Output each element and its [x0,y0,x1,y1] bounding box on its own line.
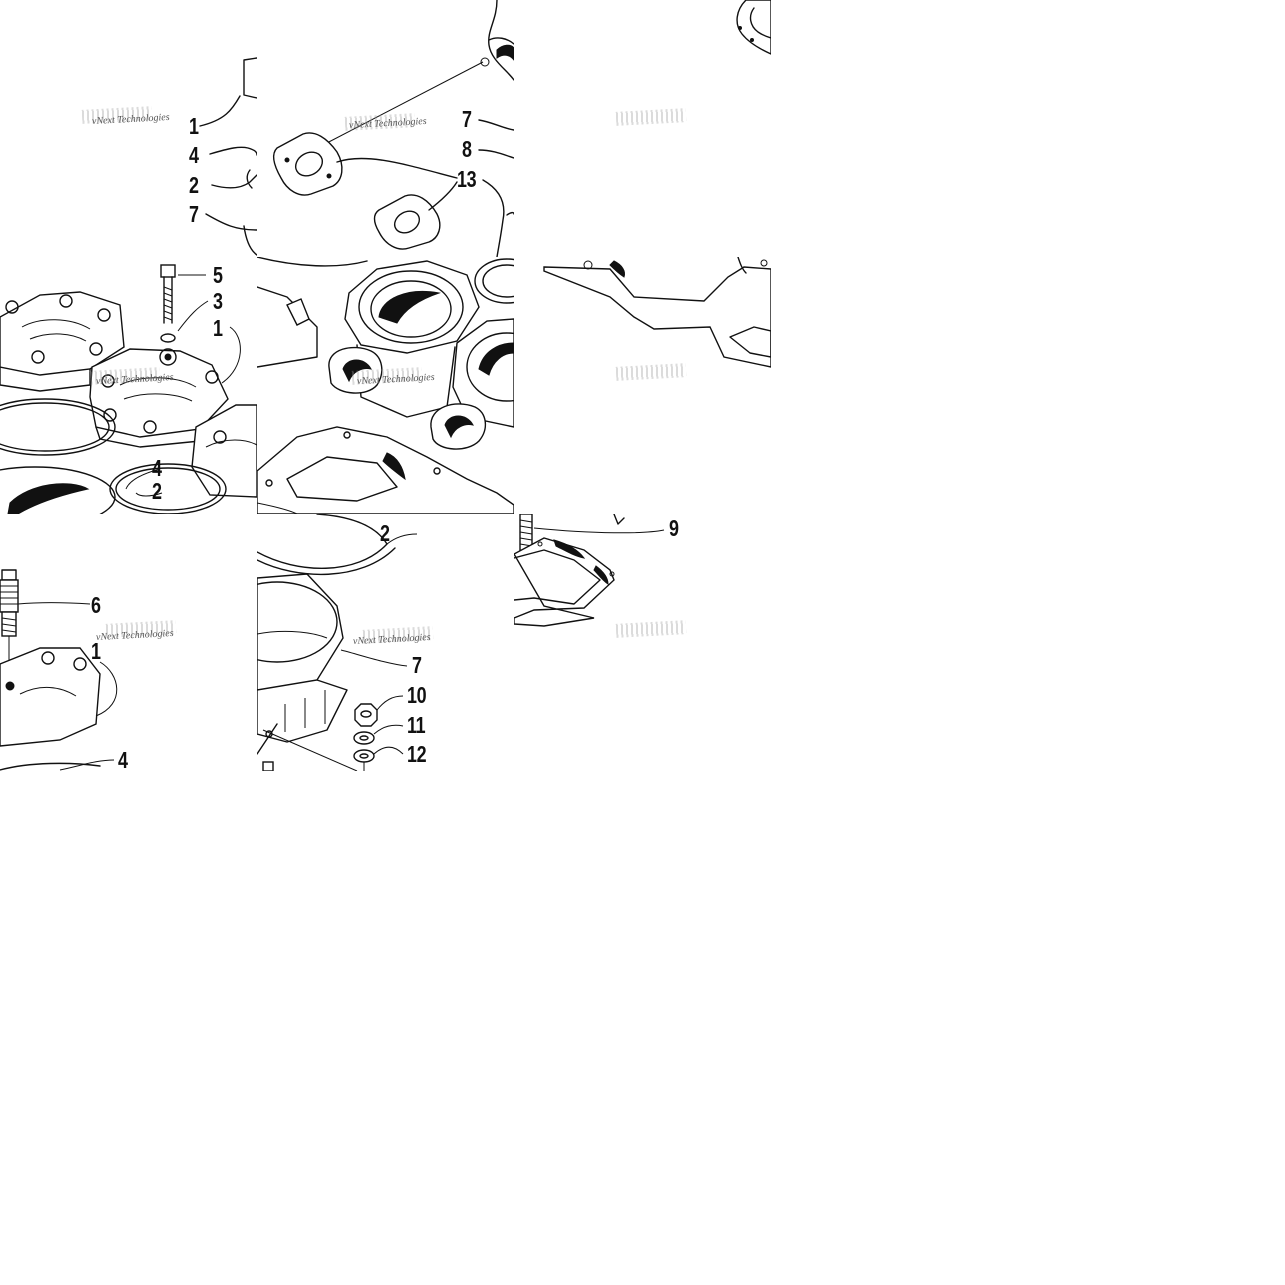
callout-7: 7 [462,106,472,132]
diagram-tile-r0-c0: 1 4 2 7 vNext Technologies [0,0,257,257]
diagram-tile-r1-c0: 5 3 1 4 2 vNext Technologies [0,257,257,514]
diagram-tile-r0-c2 [514,0,771,257]
base-gasket-right-drawing [543,257,771,368]
cylinder-heads-drawing [0,264,257,514]
callout-4: 4 [118,747,128,772]
diagram-tile-r1-c2 [514,257,771,514]
diagram-tile-r2-c2: 9 [514,514,771,771]
callout-5: 5 [213,262,223,288]
callout-10: 10 [407,682,427,708]
callout-2: 2 [152,478,162,504]
diagram-tile-r1-c1: vNext Technologies [257,257,514,514]
cylinder-head-edge-drawing [199,57,257,256]
callout-7: 7 [412,652,422,678]
cylinder-nuts-drawing [257,514,418,771]
callout-2: 2 [380,520,390,546]
stud-gasket-drawing [514,514,665,627]
callout-1: 1 [213,315,223,341]
callout-1: 1 [189,113,199,139]
callout-6: 6 [91,592,101,618]
callout-7: 7 [189,201,199,227]
callout-9: 9 [669,515,679,541]
callout-4: 4 [189,142,199,168]
callout-3: 3 [213,288,223,314]
callout-2: 2 [189,172,199,198]
exhaust-flange-drawing [272,0,514,257]
spark-plug-head-drawing [0,569,118,771]
callout-13: 13 [457,166,477,192]
callout-11: 11 [407,712,426,738]
cylinders-base-gasket-drawing [257,257,514,514]
gasket-corner-drawing [736,0,771,55]
callout-12: 12 [407,741,427,767]
diagram-tile-r2-c0: 6 1 4 vNext Technologies [0,514,257,771]
callout-8: 8 [462,136,472,162]
callout-4: 4 [152,455,162,481]
diagram-tile-r0-c1: 7 8 13 vNext Technologies [257,0,514,257]
diagram-tile-r2-c1: 2 7 10 11 12 vNext Technologies [257,514,514,771]
callout-1: 1 [91,638,101,664]
